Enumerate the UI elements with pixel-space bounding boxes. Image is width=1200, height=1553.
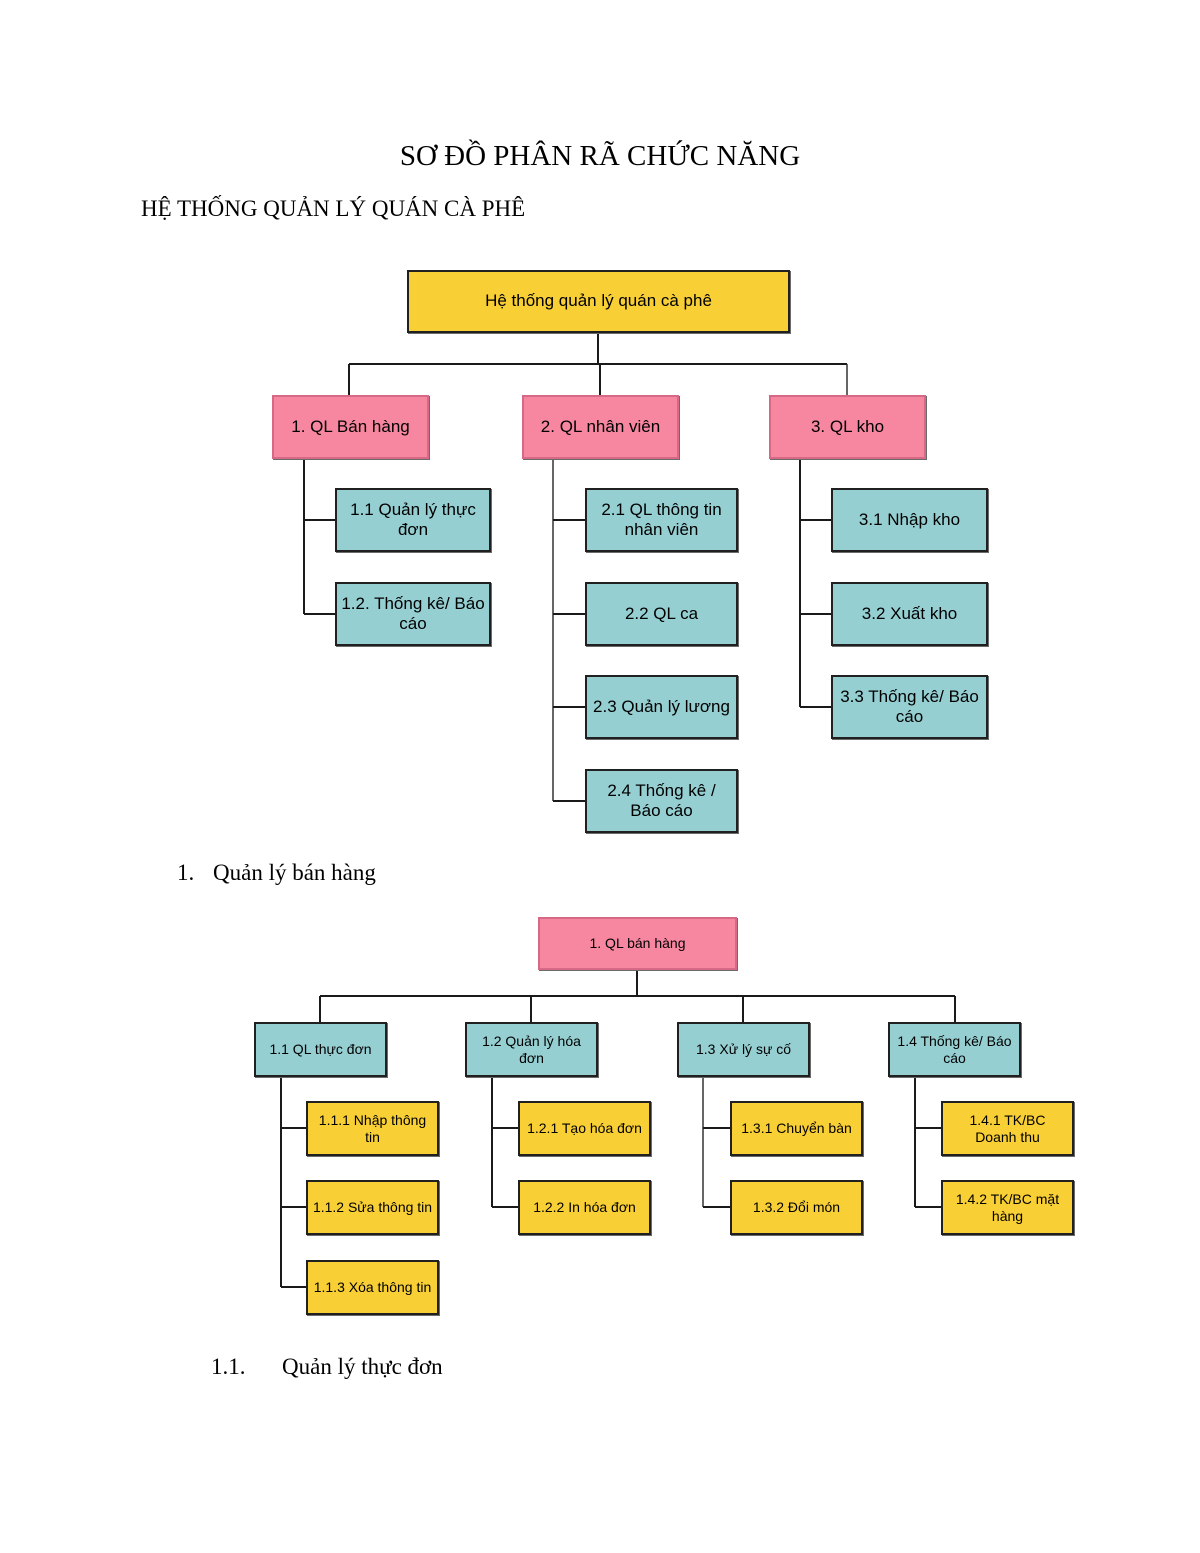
diagram-main-root: Hệ thống quản lý quán cà phê bbox=[407, 270, 790, 333]
node-print-invoice: 1.2.2 In hóa đơn bbox=[518, 1180, 651, 1235]
node-edit-info: 1.1.2 Sửa thông tin bbox=[306, 1180, 439, 1235]
diagram-sales-root: 1. QL bán hàng bbox=[538, 917, 737, 970]
branch-invoice: 1.2 Quản lý hóa đơn bbox=[465, 1022, 598, 1077]
node-enter-info: 1.1.1 Nhập thông tin bbox=[306, 1101, 439, 1156]
node-change-dish: 1.3.2 Đổi món bbox=[730, 1180, 863, 1235]
section-number: 1. bbox=[177, 860, 195, 885]
node-warehouse-report: 3.3 Thống kê/ Báo cáo bbox=[831, 675, 988, 739]
document-subtitle: HỆ THỐNG QUẢN LÝ QUÁN CÀ PHÊ bbox=[141, 196, 526, 221]
branch-menu: 1.1 QL thực đơn bbox=[254, 1022, 387, 1077]
node-move-table: 1.3.1 Chuyển bàn bbox=[730, 1101, 863, 1156]
section-title: Quản lý thực đơn bbox=[282, 1354, 443, 1379]
node-sales-report: 1.2. Thống kê/ Báo cáo bbox=[335, 582, 491, 646]
node-salary-management: 2.3 Quản lý lương bbox=[585, 675, 738, 739]
branch-sales-management: 1. QL Bán hàng bbox=[272, 395, 429, 459]
node-staff-info: 2.1 QL thông tin nhân viên bbox=[585, 488, 738, 552]
node-menu-management: 1.1 Quản lý thực đơn bbox=[335, 488, 491, 552]
branch-incident: 1.3 Xử lý sự cố bbox=[677, 1022, 810, 1077]
node-stock-out: 3.2 Xuất kho bbox=[831, 582, 988, 646]
branch-staff-management: 2. QL nhân viên bbox=[522, 395, 679, 459]
node-stock-in: 3.1 Nhập kho bbox=[831, 488, 988, 552]
node-staff-report: 2.4 Thống kê / Báo cáo bbox=[585, 769, 738, 833]
node-delete-info: 1.1.3 Xóa thông tin bbox=[306, 1260, 439, 1315]
branch-warehouse-management: 3. QL kho bbox=[769, 395, 926, 459]
node-shift-management: 2.2 QL ca bbox=[585, 582, 738, 646]
branch-report: 1.4 Thống kê/ Báo cáo bbox=[888, 1022, 1021, 1077]
section-title: Quản lý bán hàng bbox=[213, 860, 376, 885]
node-item-report: 1.4.2 TK/BC mặt hàng bbox=[941, 1180, 1074, 1235]
document-title: SƠ ĐỒ PHÂN RÃ CHỨC NĂNG bbox=[399, 140, 801, 172]
section-heading-sales: 1. Quản lý bán hàng bbox=[177, 860, 376, 886]
node-create-invoice: 1.2.1 Tạo hóa đơn bbox=[518, 1101, 651, 1156]
section-heading-menu: 1.1. Quản lý thực đơn bbox=[211, 1354, 443, 1380]
node-revenue-report: 1.4.1 TK/BC Doanh thu bbox=[941, 1101, 1074, 1156]
section-number: 1.1. bbox=[211, 1354, 246, 1379]
